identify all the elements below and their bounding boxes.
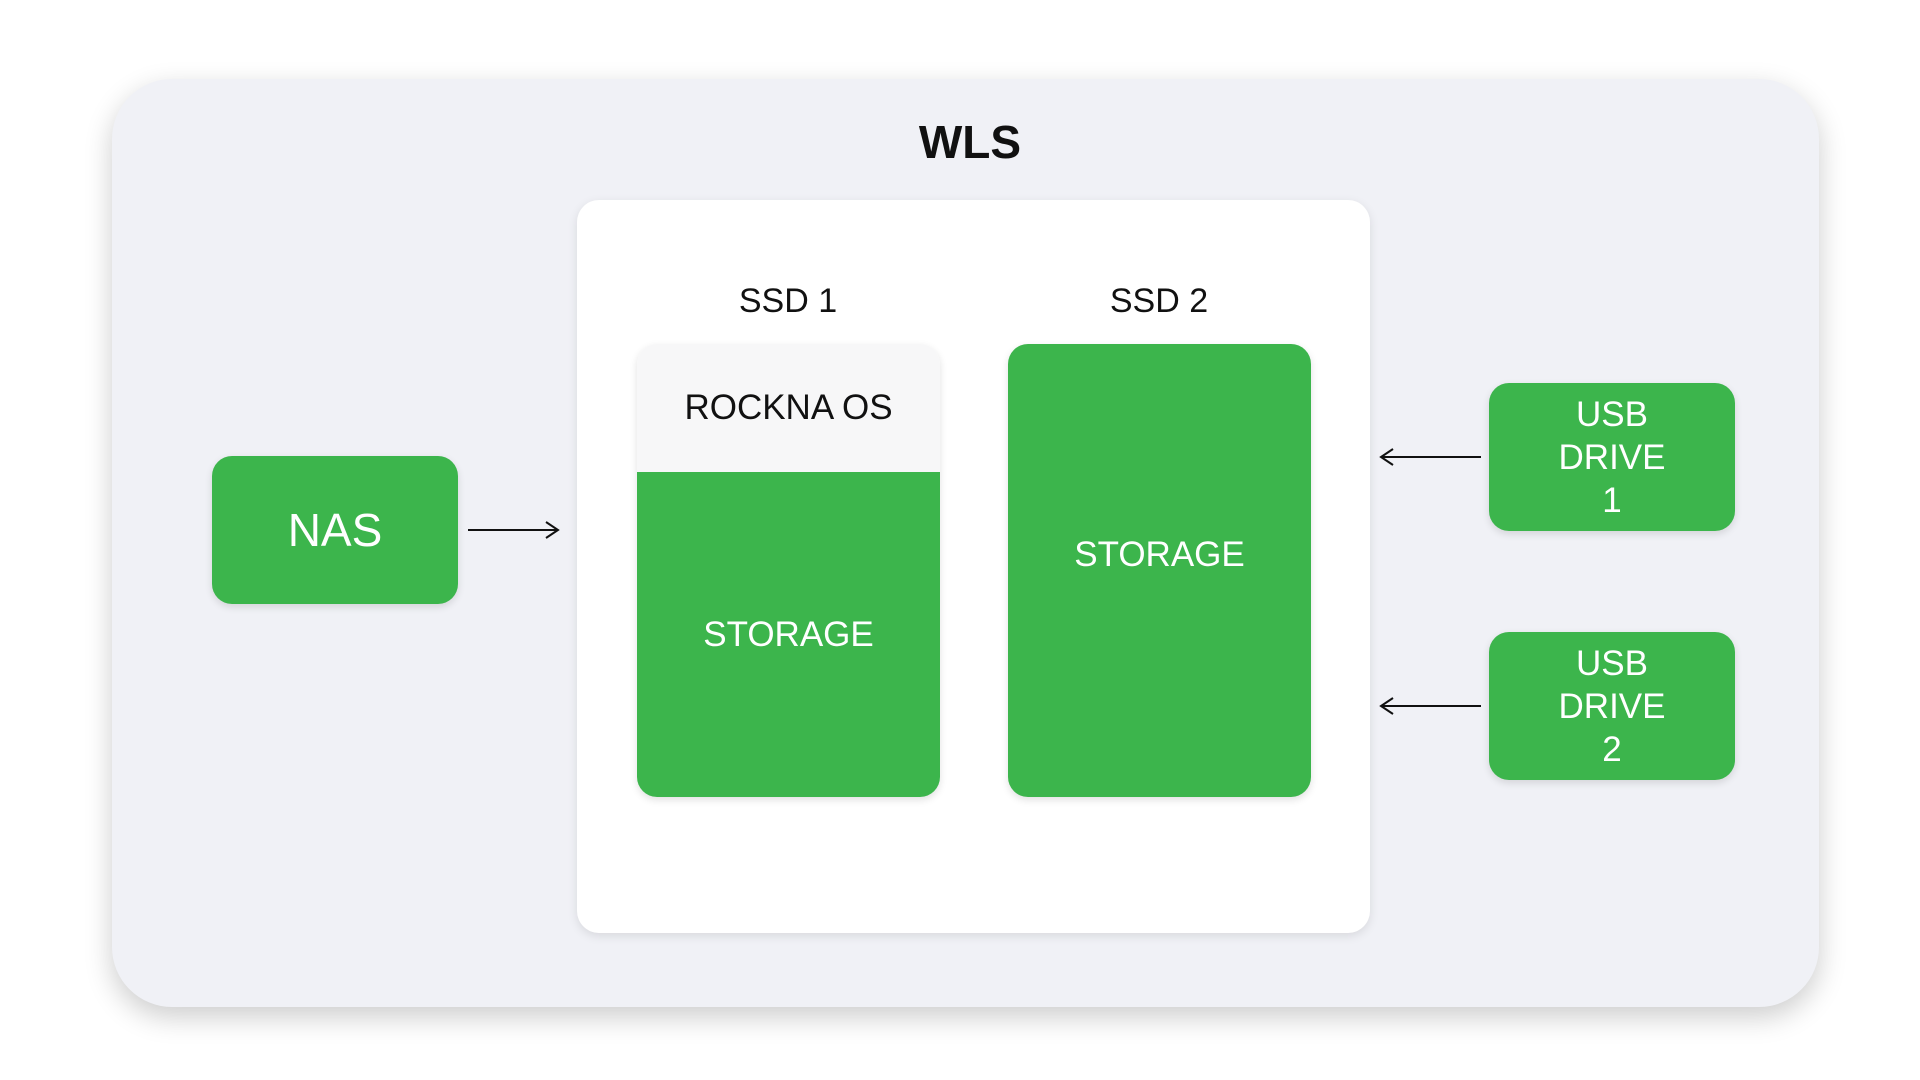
ssd2-label: SSD 2: [1109, 282, 1209, 320]
nas-box: NAS: [212, 456, 458, 604]
nas-to-wls-arrow: [468, 521, 560, 539]
ssd2-storage-label: STORAGE: [1074, 535, 1245, 574]
usb1-line2: DRIVE: [1558, 437, 1666, 477]
usb-drive-1-box: USB DRIVE 1: [1489, 383, 1735, 531]
ssd2-storage-drive: STORAGE: [1008, 344, 1311, 797]
usb-drive-2-box: USB DRIVE 2: [1489, 632, 1735, 780]
usb2-line1: USB: [1576, 643, 1648, 683]
ssd1-storage-partition: STORAGE: [637, 472, 940, 797]
rockna-os-partition: ROCKNA OS: [637, 344, 940, 472]
ssd1-drive: ROCKNA OS STORAGE: [637, 344, 940, 797]
wls-title: WLS: [918, 116, 1022, 168]
usb2-to-wls-arrow: [1379, 697, 1481, 715]
usb1-line1: USB: [1576, 394, 1648, 434]
usb2-line3: 2: [1602, 729, 1622, 769]
usb1-to-wls-arrow: [1379, 448, 1481, 466]
usb1-line3: 1: [1602, 480, 1622, 520]
nas-label: NAS: [287, 504, 383, 556]
usb2-line2: DRIVE: [1558, 686, 1666, 726]
ssd1-label: SSD 1: [738, 282, 838, 320]
